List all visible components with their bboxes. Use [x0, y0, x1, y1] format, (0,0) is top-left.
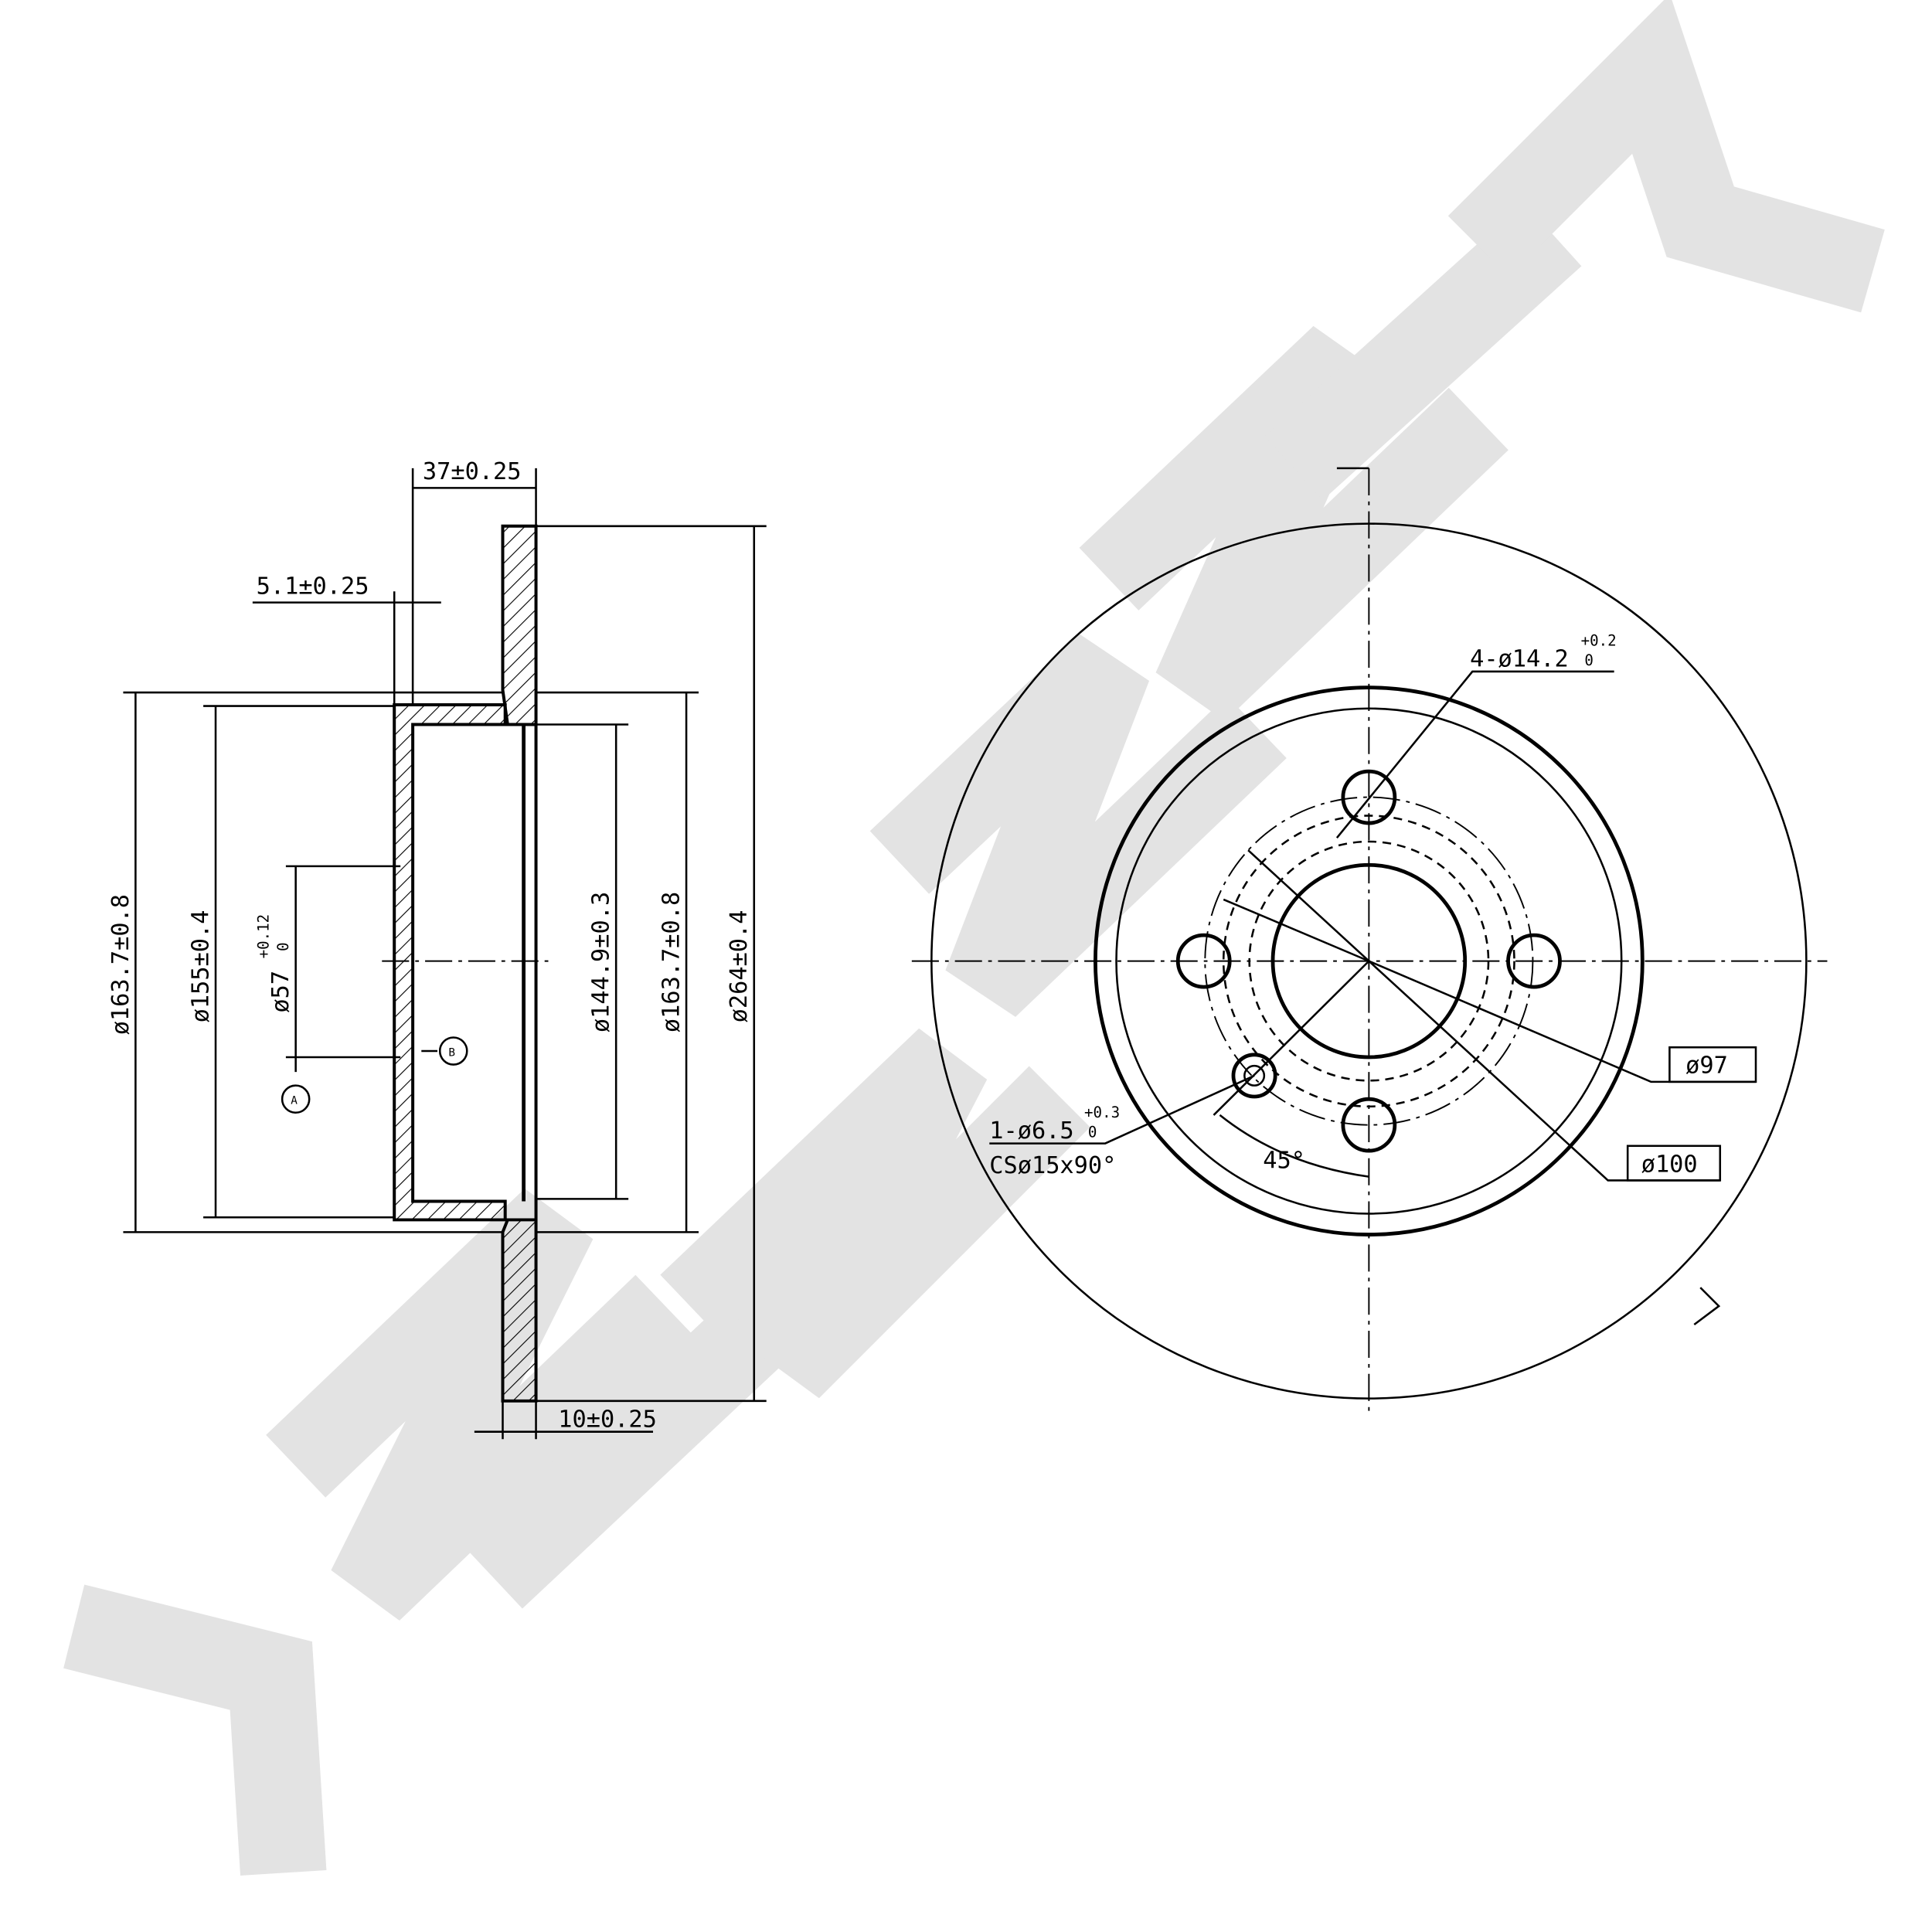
dim-center-bore-tol-upper: +0.12	[255, 914, 273, 959]
dim-offset: 37±0.25	[423, 458, 522, 485]
bolt-hole	[1175, 933, 1232, 989]
label-countersink: CSø15x90°	[989, 1152, 1116, 1179]
label-bolt-holes-tol-lower: 0	[1584, 651, 1594, 669]
label-bolt-holes: 4-ø14.2	[1470, 646, 1569, 673]
side-section-view: 37±0.25 5.1±0.25 10±0.25 ø163.7±0.8 ø155…	[107, 458, 767, 1440]
locating-hole	[1231, 1053, 1277, 1099]
bolt-hole	[1341, 769, 1397, 825]
dim-hat-inner: ø155±0.4	[187, 910, 214, 1022]
label-pitch-100: ø100	[1641, 1151, 1698, 1178]
label-locating-hole-tol-lower: 0	[1088, 1124, 1097, 1141]
datum-a: A	[291, 1095, 298, 1107]
watermark-logo	[63, 0, 1885, 1876]
label-angle: 45°	[1263, 1147, 1305, 1174]
dim-center-bore: ø57	[267, 971, 294, 1013]
dim-center-bore-tol-lower: 0	[274, 942, 292, 951]
label-locating-hole-tol-upper: +0.3	[1084, 1104, 1120, 1121]
datum-b: B	[448, 1046, 455, 1059]
dim-hat-thickness: 5.1±0.25	[257, 573, 369, 600]
hat-section	[393, 702, 507, 1222]
dim-outer-hat-left: ø163.7±0.8	[107, 894, 134, 1035]
label-pitch-97: ø97	[1685, 1053, 1728, 1080]
bolt-hole	[1341, 1097, 1397, 1153]
dim-disc-thickness: 10±0.25	[558, 1406, 657, 1433]
dim-outer-hat-right: ø163.7±0.8	[658, 892, 685, 1032]
front-view: ø97 ø100 4-ø14.2 +0.2 0 1-ø6.5 +0.3 0 CS…	[911, 467, 1828, 1415]
dim-disc: ø264±0.4	[726, 910, 753, 1022]
bolt-hole	[1506, 933, 1562, 989]
dim-inner-face: ø144.9±0.3	[588, 892, 615, 1032]
label-bolt-holes-tol-upper: +0.2	[1581, 631, 1617, 649]
label-locating-hole: 1-ø6.5	[989, 1117, 1073, 1145]
disc-section	[501, 524, 538, 1403]
